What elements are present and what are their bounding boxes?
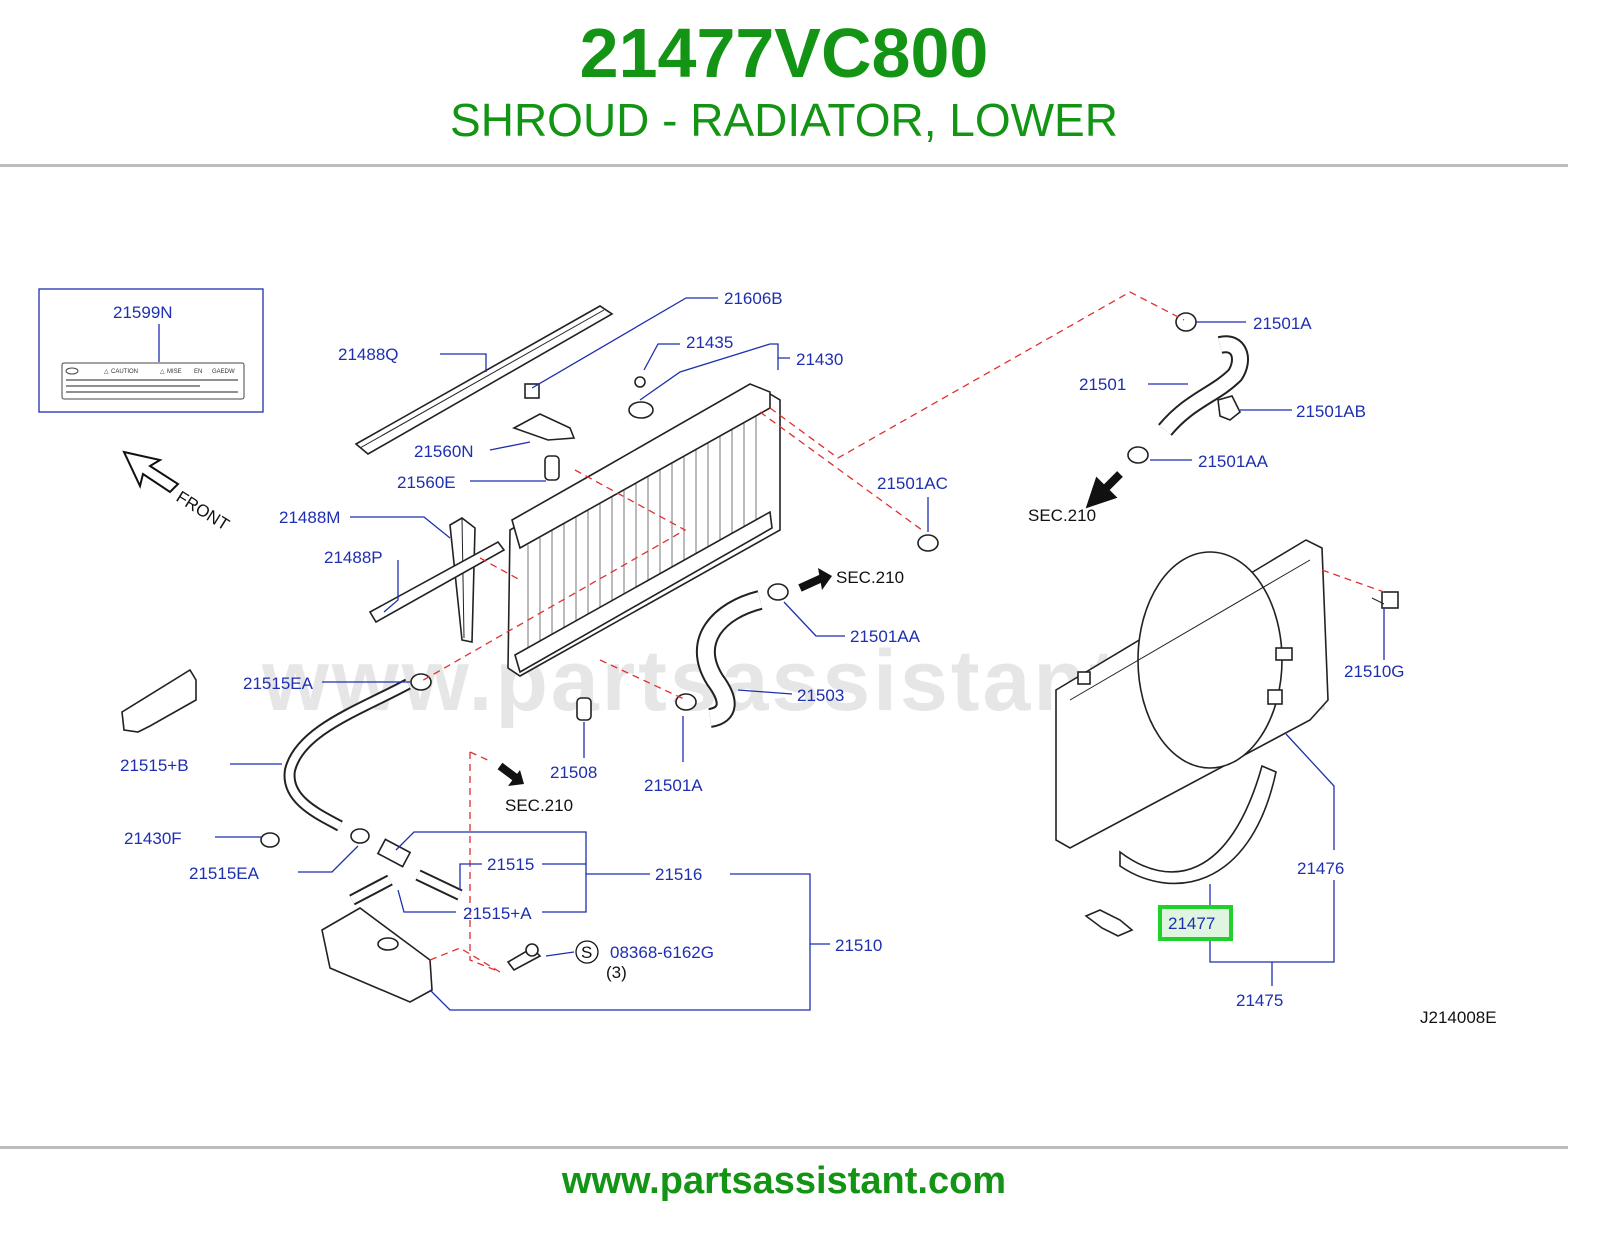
label-21606B[interactable]: 21606B [724, 289, 783, 308]
label-21476[interactable]: 21476 [1297, 859, 1344, 878]
sec210-label-mid[interactable]: SEC.210 [836, 568, 904, 587]
part-name-subtitle: SHROUD - RADIATOR, LOWER [450, 94, 1118, 146]
part-number-title: 21477VC800 [579, 14, 989, 92]
sec210-arrow-low: SEC.210 [497, 762, 573, 815]
label-21430F[interactable]: 21430F [124, 829, 182, 848]
label-21501A-top[interactable]: 21501A [1253, 314, 1312, 333]
label-21435[interactable]: 21435 [686, 333, 733, 352]
s-mark-text: S [581, 943, 592, 962]
seal-strip-21488M [449, 517, 476, 643]
card-caution-text: CAUTION [111, 369, 138, 375]
label-21477[interactable]: 21477 [1168, 914, 1215, 933]
insulator-21560E [544, 455, 560, 481]
card-gaedw-text: GAEDW [212, 369, 235, 375]
label-08368-6162G[interactable]: 08368-6162G [610, 943, 714, 962]
overflow-hose-21515 [260, 673, 463, 906]
radiator-core [507, 383, 781, 677]
radiator-cap-21430 [628, 376, 654, 419]
dashed-reference-lines [419, 291, 1385, 973]
label-21501AC[interactable]: 21501AC [877, 474, 948, 493]
part-labels: 21488Q 21606B 21435 21430 21560N 21560E … [120, 289, 1497, 1027]
bracket-21515B [121, 668, 197, 733]
label-21430[interactable]: 21430 [796, 350, 843, 369]
seal-strip-21488P [368, 540, 506, 624]
label-21501AA-top[interactable]: 21501AA [1198, 452, 1269, 471]
label-21560N[interactable]: 21560N [414, 442, 474, 461]
label-21488Q[interactable]: 21488Q [338, 345, 399, 364]
sec210-label-low[interactable]: SEC.210 [505, 796, 573, 815]
label-21501A-low[interactable]: 21501A [644, 776, 703, 795]
label-21501AA-mid[interactable]: 21501AA [850, 627, 921, 646]
lower-hose-21503 [675, 534, 939, 728]
label-21488P[interactable]: 21488P [324, 548, 383, 567]
label-21515A[interactable]: 21515+A [463, 904, 532, 923]
front-text: FRONT [173, 487, 233, 534]
leader-lines [215, 297, 1385, 1011]
label-21510G[interactable]: 21510G [1344, 662, 1405, 681]
sec210-arrow-mid: SEC.210 [798, 568, 904, 592]
s-mark-circle [575, 940, 599, 964]
label-21501AB[interactable]: 21501AB [1296, 402, 1366, 421]
label-21503[interactable]: 21503 [797, 686, 844, 705]
label-21501[interactable]: 21501 [1079, 375, 1126, 394]
label-21599N[interactable]: 21599N [113, 303, 173, 322]
fan-shroud-lower-21477 [1084, 764, 1277, 937]
footer-divider [0, 1146, 1568, 1149]
seal-strip-21488Q [354, 305, 614, 455]
reservoir-tank-21510 [321, 907, 542, 1003]
label-card-box: 21599N △ CAUTION △ MISE EN GAEDW [38, 288, 264, 413]
bolt-21510G [1371, 591, 1399, 609]
front-arrow-icon: FRONT [122, 450, 233, 534]
label-21515[interactable]: 21515 [487, 855, 534, 874]
card-mise-text: MISE [167, 369, 182, 375]
label-21515EA-top[interactable]: 21515EA [243, 674, 314, 693]
fan-shroud-upper-21476 [1055, 539, 1329, 849]
upper-hose-21501 [1127, 312, 1249, 464]
drain-plug-21508 [576, 697, 592, 721]
label-21510[interactable]: 21510 [835, 936, 882, 955]
header-divider [0, 164, 1568, 167]
svg-text:△: △ [160, 369, 165, 375]
footer-url-link[interactable]: www.partsassistant.com [561, 1160, 1007, 1202]
label-21475[interactable]: 21475 [1236, 991, 1283, 1010]
label-21515EA-low[interactable]: 21515EA [189, 864, 260, 883]
label-21560E[interactable]: 21560E [397, 473, 456, 492]
card-en-text: EN [194, 369, 202, 375]
label-21508[interactable]: 21508 [550, 763, 597, 782]
page-header: 21477VC800 SHROUD - RADIATOR, LOWER [0, 0, 1568, 166]
quantity-3: (3) [606, 963, 627, 982]
diagram-code: J214008E [1420, 1008, 1497, 1027]
sec210-label-upper[interactable]: SEC.210 [1028, 506, 1096, 525]
svg-text:△: △ [104, 369, 109, 375]
label-21515B[interactable]: 21515+B [120, 756, 189, 775]
label-21516[interactable]: 21516 [655, 865, 702, 884]
highlighted-part-21477[interactable]: 21477 [1158, 905, 1233, 941]
label-21488M[interactable]: 21488M [279, 508, 340, 527]
bracket-21560N [512, 383, 576, 441]
sec210-arrow-upper: SEC.210 [1028, 471, 1123, 525]
